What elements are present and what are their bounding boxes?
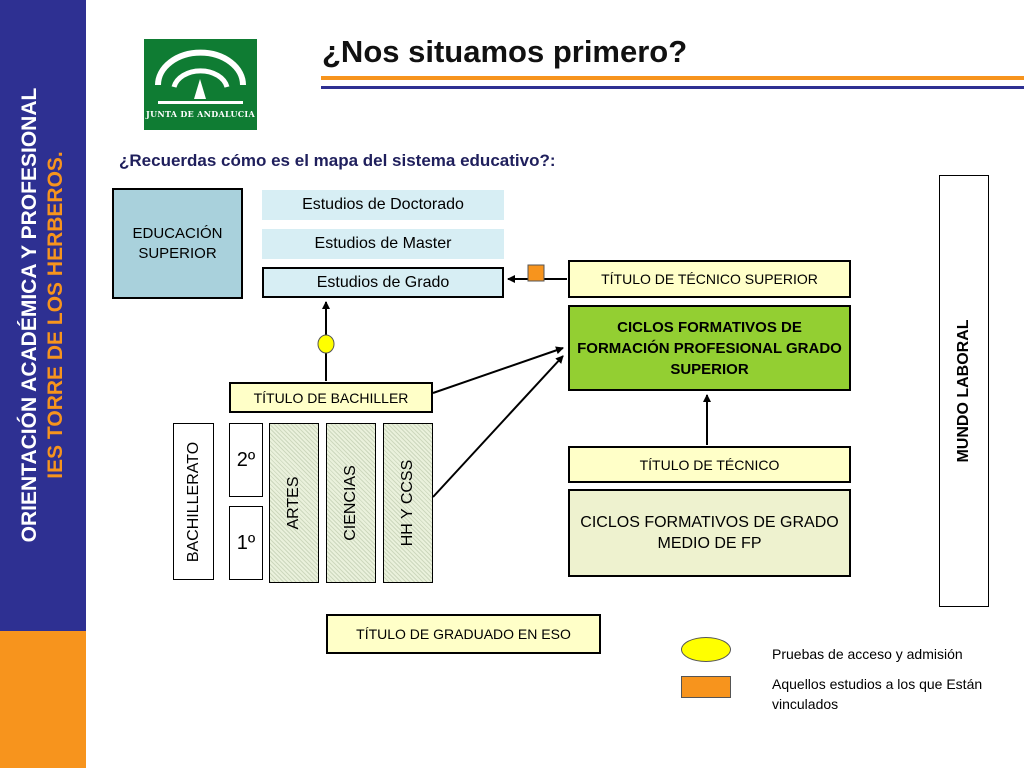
artes-label: ARTES	[285, 476, 302, 530]
estudios-master-box: Estudios de Master	[262, 229, 504, 259]
sidebar-title: ORIENTACIÓN ACADÉMICA Y PROFESIONAL IES …	[17, 15, 69, 615]
arrow-hhccss-to-grado-superior	[432, 355, 564, 498]
legend-oval-text: Pruebas de acceso y admisión	[772, 646, 963, 662]
artes-column: ARTES	[269, 423, 319, 583]
year-1-box: 1º	[229, 506, 263, 580]
arrow-bachiller-to-grado-superior	[432, 346, 564, 394]
sidebar-accent-block	[0, 631, 86, 768]
estudios-doctorado-box: Estudios de Doctorado	[262, 190, 504, 220]
junta-andalucia-logo: JUNTA DE ANDALUCIA	[144, 39, 257, 130]
sidebar-title-line2: IES TORRE DE LOS HERBEROS.	[44, 151, 67, 479]
titulo-tecnico-box: TÍTULO DE TÉCNICO	[568, 446, 851, 483]
logo-text: JUNTA DE ANDALUCIA	[146, 109, 255, 119]
bachillerato-label: BACHILLERATO	[184, 441, 202, 562]
titulo-tecnico-superior-box: TÍTULO DE TÉCNICO SUPERIOR	[568, 260, 851, 298]
linked-studies-marker	[527, 264, 545, 282]
educacion-superior-box: EDUCACIÓN SUPERIOR	[112, 188, 243, 299]
legend-oval-icon	[681, 637, 731, 662]
year-2-box: 2º	[229, 423, 263, 497]
hh-ccss-label: HH Y CCSS	[399, 459, 416, 547]
ciclos-grado-superior-box: CICLOS FORMATIVOS DE FORMACIÓN PROFESION…	[568, 305, 851, 391]
page-title: ¿Nos situamos primero?	[322, 34, 688, 69]
title-underline-orange	[321, 76, 1024, 80]
legend-square-text: Aquellos estudios a los que Están vincul…	[772, 676, 983, 712]
titulo-graduado-eso-box: TÍTULO DE GRADUADO EN ESO	[326, 614, 601, 654]
title-underline-blue	[321, 86, 1024, 89]
logo-arch-icon	[155, 49, 246, 104]
sidebar-title-line1: ORIENTACIÓN ACADÉMICA Y PROFESIONAL	[18, 87, 41, 543]
hh-ccss-column: HH Y CCSS	[383, 423, 433, 583]
access-test-marker	[317, 334, 335, 354]
ciencias-label: CIENCIAS	[342, 465, 359, 541]
ciencias-column: CIENCIAS	[326, 423, 376, 583]
estudios-grado-box: Estudios de Grado	[262, 267, 504, 298]
bachillerato-box: BACHILLERATO	[173, 423, 214, 580]
mundo-laboral-box: MUNDO LABORAL	[939, 175, 989, 607]
page-subtitle: ¿Recuerdas cómo es el mapa del sistema e…	[119, 151, 556, 170]
legend-square-icon	[681, 676, 731, 698]
ciclos-grado-medio-box: CICLOS FORMATIVOS DE GRADO MEDIO DE FP	[568, 489, 851, 577]
titulo-bachiller-box: TÍTULO DE BACHILLER	[229, 382, 433, 413]
mundo-laboral-label: MUNDO LABORAL	[955, 319, 972, 463]
